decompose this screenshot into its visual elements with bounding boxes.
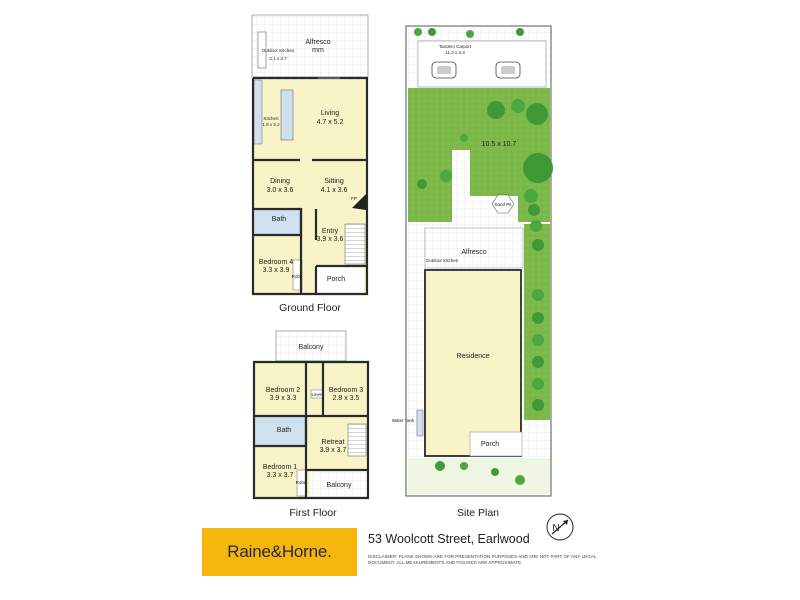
ground-bath-area bbox=[254, 209, 301, 235]
dining-label: Dining bbox=[270, 178, 290, 185]
bedroom3-label: Bedroom 3 bbox=[329, 387, 363, 394]
porch-label: Porch bbox=[327, 276, 345, 283]
retreat-label: Retreat bbox=[322, 439, 345, 446]
alfresco-size: mm bbox=[312, 47, 324, 54]
lawn-area bbox=[408, 88, 550, 222]
outdoor-kitchen-area bbox=[257, 31, 267, 69]
first-robe-label: Robe bbox=[296, 480, 307, 485]
outdoor-kitchen-size: 2.1 x 3.7 bbox=[269, 56, 287, 61]
site-plan-caption: Site Plan bbox=[457, 507, 499, 519]
site-plan bbox=[405, 25, 553, 497]
outdoor-kitchen-label: Outdoor Kitchen bbox=[262, 48, 295, 53]
sand-pit bbox=[491, 194, 515, 214]
water-tank-label: Water Tank bbox=[392, 418, 415, 423]
sand-pit-label: Sand Pit bbox=[494, 202, 512, 207]
ground-stairs bbox=[344, 223, 366, 265]
first-floor-caption: First Floor bbox=[289, 507, 337, 519]
sitting-label: Sitting bbox=[324, 178, 344, 185]
compass-north-label: N bbox=[552, 523, 559, 534]
carport-size: 11.3 x 3.3 bbox=[445, 50, 465, 55]
disclaimer-text: Disclaimer: Plans shown are for presenta… bbox=[368, 554, 597, 565]
site-outdoor-kitchen-label: Outdoor Kitchen bbox=[426, 258, 459, 263]
ground-bath-label: Bath bbox=[272, 216, 287, 223]
alfresco-label: Alfresco bbox=[305, 39, 330, 46]
site-porch-label: Porch bbox=[481, 441, 499, 448]
porch-area bbox=[316, 266, 364, 294]
fireplace-label: FP bbox=[351, 196, 357, 201]
ground-walls bbox=[251, 76, 369, 296]
balcony-top-label: Balcony bbox=[299, 344, 324, 351]
site-alfresco-area bbox=[424, 227, 524, 269]
bedroom4-size: 3.3 x 3.9 bbox=[263, 267, 290, 274]
ground-floor-caption: Ground Floor bbox=[279, 302, 341, 314]
brand-logo: Raine&Horne. bbox=[202, 528, 357, 576]
brand-logo-text: Raine&Horne. bbox=[227, 542, 332, 561]
car-icon bbox=[495, 61, 521, 79]
first-bath-label: Bath bbox=[277, 427, 292, 434]
first-walls bbox=[252, 360, 370, 500]
residence-footprint bbox=[424, 269, 522, 457]
property-address: 53 Woolcott Street, Earlwood bbox=[368, 532, 530, 546]
water-tank bbox=[416, 409, 424, 437]
yard-size: 10.5 x 10.7 bbox=[482, 141, 517, 148]
kitchen-label: Kitchen bbox=[263, 116, 279, 121]
ground-robe-label: Robe bbox=[292, 274, 303, 279]
retreat-size: 3.9 x 3.7 bbox=[320, 447, 347, 454]
entry-size: 3.9 x 3.6 bbox=[317, 236, 344, 243]
kitchen-bench bbox=[253, 79, 263, 145]
site-alfresco-label: Alfresco bbox=[461, 249, 486, 256]
alfresco-area bbox=[251, 14, 369, 78]
balcony-bottom-area bbox=[310, 470, 368, 498]
kitchen-island bbox=[280, 89, 294, 141]
ground-floor-plan bbox=[251, 14, 369, 296]
bedroom2-label: Bedroom 2 bbox=[266, 387, 300, 394]
living-size: 4.7 x 5.2 bbox=[317, 119, 344, 126]
tree-icons bbox=[414, 28, 553, 485]
carport-label: Tandem Carport bbox=[439, 44, 472, 49]
first-floor-plan bbox=[252, 330, 370, 500]
site-porch-area bbox=[469, 431, 523, 457]
fireplace bbox=[352, 194, 366, 210]
first-bath-area bbox=[255, 416, 305, 446]
front-garden bbox=[408, 458, 550, 494]
bedroom3-size: 2.8 x 3.5 bbox=[333, 395, 360, 402]
sitting-size: 4.1 x 3.6 bbox=[321, 187, 348, 194]
entry-label: Entry bbox=[322, 228, 339, 235]
kitchen-size: 1.9 x 5.2 bbox=[262, 122, 280, 127]
living-label: Living bbox=[321, 110, 339, 117]
balcony-bottom-label: Balcony bbox=[327, 482, 352, 489]
residence-label: Residence bbox=[456, 353, 489, 360]
dining-size: 3.0 x 3.6 bbox=[267, 187, 294, 194]
bedroom1-label: Bedroom 1 bbox=[263, 464, 297, 471]
bedroom1-size: 3.3 x 3.7 bbox=[267, 472, 294, 479]
car-icon bbox=[431, 61, 457, 79]
linen-label: Linen bbox=[311, 392, 323, 397]
bedroom2-size: 3.9 x 3.3 bbox=[270, 395, 297, 402]
plan-labels: Alfresco mm Outdoor Kitchen 2.1 x 3.7 Li… bbox=[259, 39, 517, 519]
compass-icon: N bbox=[546, 513, 574, 541]
first-stairs bbox=[347, 423, 367, 457]
bedroom4-label: Bedroom 4 bbox=[259, 259, 293, 266]
